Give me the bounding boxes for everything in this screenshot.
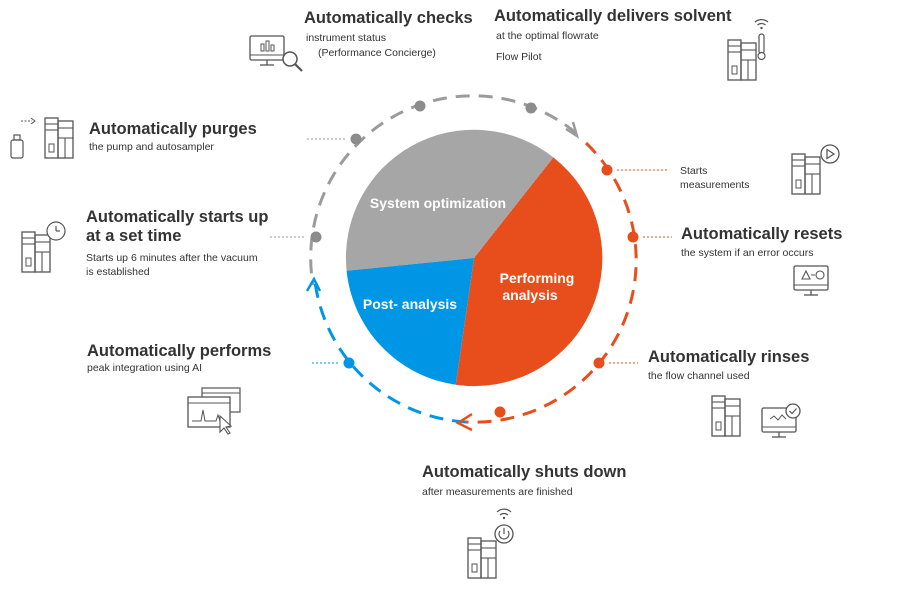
checks-title: Automatically checks [304, 9, 473, 27]
performs-title: Automatically performs [87, 342, 272, 360]
starts-up-line2: is established [86, 266, 150, 278]
starts-measurements-line2: measurements [680, 179, 750, 191]
delivers-title: Automatically delivers solvent [494, 7, 732, 25]
center-performing-line2: analysis [502, 287, 557, 303]
purges-title: Automatically purges [89, 120, 257, 138]
monitor-warning-check-icon [793, 265, 829, 296]
ring-arc-orange [465, 141, 638, 424]
ring-arrow-gray [565, 121, 580, 139]
instrument-power-wifi-icon [467, 508, 514, 579]
shuts-down-title: Automatically shuts down [422, 463, 627, 481]
dot-shuts-down [494, 406, 506, 418]
bottle-instrument-icon [10, 117, 74, 159]
dot-starts-up [310, 231, 322, 243]
rinses-title: Automatically rinses [648, 348, 810, 366]
dot-rinses [593, 357, 605, 369]
rinses-line1: the flow channel used [648, 370, 750, 382]
dot-checks [414, 100, 426, 112]
instrument-play-icon [791, 144, 840, 195]
starts-up-line1: Starts up 6 minutes after the vacuum [86, 252, 258, 264]
dot-performs [343, 357, 355, 369]
windows-chromatogram-cursor-icon [187, 387, 241, 435]
center-system-optimization: System optimization [370, 195, 506, 211]
ring-arrow-blue [305, 276, 322, 292]
starts-up-title-line1: Automatically starts up [86, 208, 269, 226]
dot-starts-measurements [601, 164, 613, 176]
dot-resets [627, 231, 639, 243]
starts-measurements-line1: Starts [680, 165, 708, 177]
checks-line1: instrument status [306, 32, 386, 44]
starts-up-title-line2: at a set time [86, 227, 182, 245]
pie-system-optimization [345, 129, 554, 271]
dot-purges [350, 133, 362, 145]
delivers-line2: Flow Pilot [496, 51, 542, 63]
shuts-down-line1: after measurements are finished [422, 486, 573, 498]
instrument-clock-icon [21, 221, 66, 273]
ring-arc-gray [309, 94, 577, 286]
resets-title: Automatically resets [681, 225, 843, 243]
checks-line2: (Performance Concierge) [318, 47, 436, 59]
dot-delivers [525, 102, 537, 114]
instrument-thermometer-wifi-icon [727, 19, 769, 81]
resets-line1: the system if an error occurs [681, 247, 814, 259]
performing-label-box [489, 263, 583, 309]
delivers-line1: at the optimal flowrate [496, 30, 599, 42]
instrument-monitor-check-icon [711, 395, 801, 438]
purges-line1: the pump and autosampler [89, 141, 214, 153]
ring-arc-blue [313, 281, 467, 424]
center-performing-line1: Performing [500, 270, 575, 286]
center-post-analysis: Post- analysis [363, 296, 457, 312]
pie-post-analysis [346, 258, 474, 385]
ring-arrow-orange [455, 412, 473, 432]
monitor-chart-magnifier-icon [249, 35, 303, 72]
performs-line1: peak integration using AI [87, 362, 202, 374]
